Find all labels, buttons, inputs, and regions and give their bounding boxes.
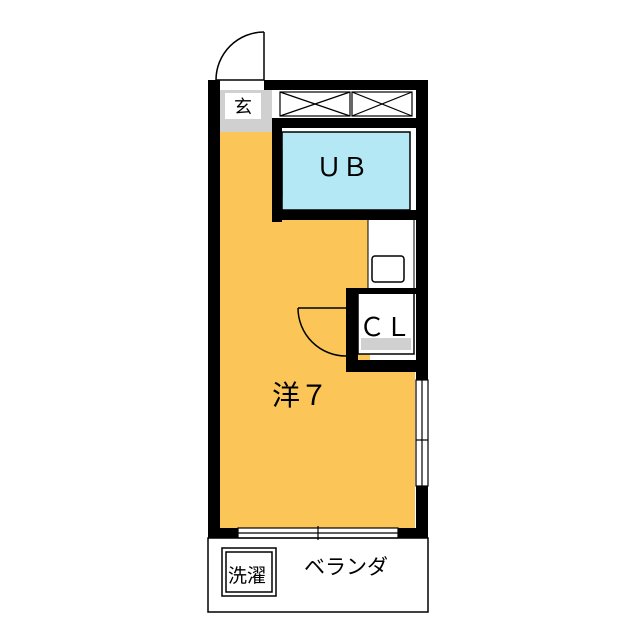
- sink-icon: [371, 255, 405, 283]
- room-label: 洋７: [272, 379, 328, 412]
- closet-label: ＣＬ: [359, 313, 411, 343]
- western-room-floor: [220, 118, 415, 528]
- laundry-label: 洗濯: [228, 565, 266, 587]
- balcony-label: ベランダ: [304, 555, 388, 579]
- top-storage-boxes: [279, 91, 413, 117]
- entrance-door: [215, 31, 265, 81]
- right-window: [415, 379, 429, 487]
- bath-label: ＵＢ: [316, 153, 368, 183]
- entrance-label-box: [225, 93, 261, 119]
- balcony: [207, 537, 429, 613]
- entrance-label: 玄: [234, 97, 252, 118]
- bathroom-fill: [281, 131, 411, 211]
- closet-door: [297, 307, 347, 357]
- closet-shelf: [361, 338, 411, 350]
